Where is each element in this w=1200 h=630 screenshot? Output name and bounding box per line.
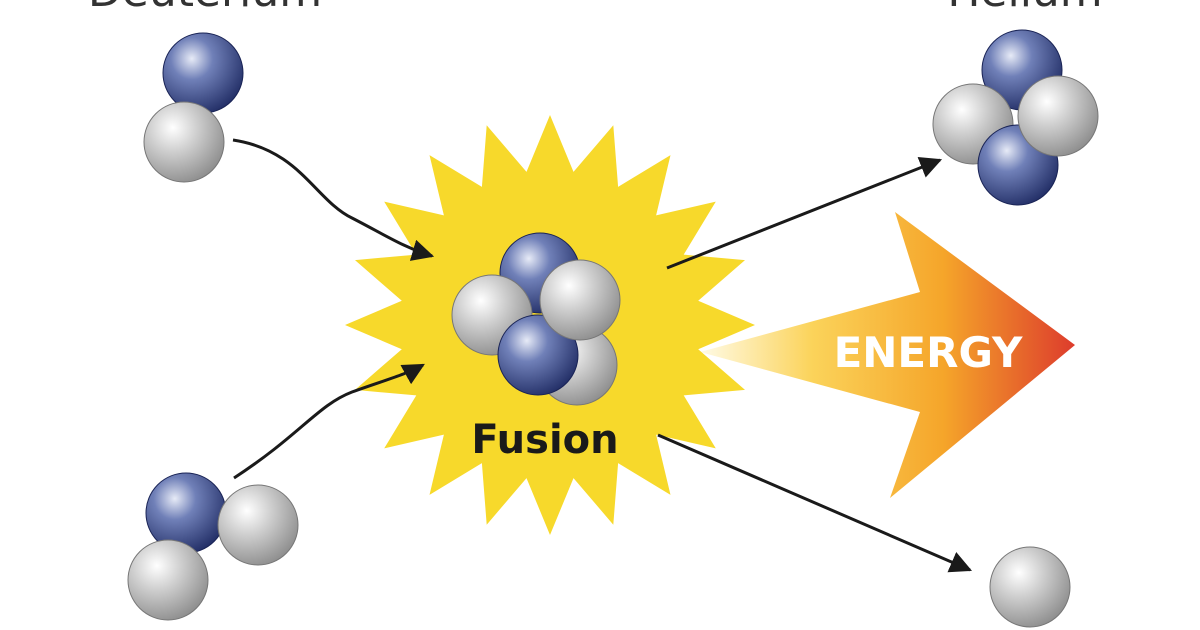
helium-label: Helium <box>947 0 1102 17</box>
incoming-arrow-bottom <box>233 363 425 480</box>
neutron <box>217 484 299 566</box>
helium-nucleus <box>932 29 1099 206</box>
neutron <box>539 259 621 341</box>
proton <box>162 32 244 114</box>
deuterium-nucleus-top <box>143 32 244 183</box>
incoming-arrow-top <box>232 138 435 261</box>
fusion-label: Fusion <box>471 417 618 463</box>
energy-arrow <box>700 212 1075 498</box>
fused-nucleus <box>451 232 621 406</box>
neutron <box>143 101 225 183</box>
outgoing-arrow-neutron <box>657 433 973 573</box>
outgoing-arrow-helium <box>666 157 943 270</box>
released-neutron <box>989 546 1071 628</box>
energy-label: ENERGY <box>834 328 1023 377</box>
neutron <box>1017 75 1099 157</box>
deuterium-nucleus-bottom <box>127 472 299 621</box>
deuterium-label: Deuterium <box>88 0 322 17</box>
proton <box>497 314 579 396</box>
neutron <box>127 539 209 621</box>
